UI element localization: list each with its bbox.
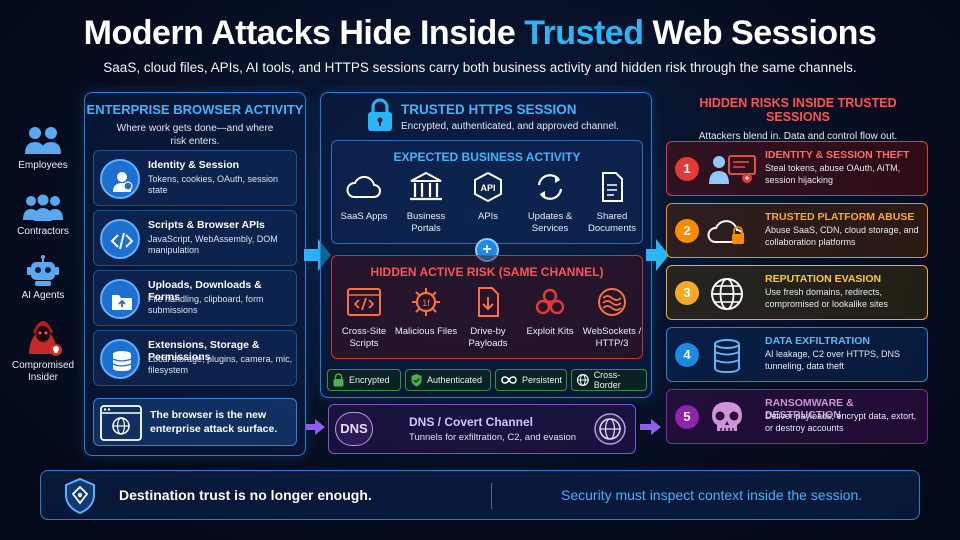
risk-item-websockets: WebSockets / HTTP/3	[580, 286, 644, 350]
hacker-icon	[29, 321, 62, 356]
middle-panel-title: TRUSTED HTTPS SESSION	[401, 102, 577, 117]
infinity-icon	[501, 376, 517, 384]
document-icon	[602, 172, 623, 202]
sync-icon	[537, 174, 563, 200]
badge-cross-border: Cross-Border	[571, 369, 647, 391]
code-icon	[110, 232, 134, 250]
footer-right-text: Security must inspect context inside the…	[561, 487, 863, 503]
page-subtitle: SaaS, cloud files, APIs, AI tools, and H…	[103, 60, 857, 75]
browser-item-scripts: Scripts & Browser APIs JavaScript, WebAs…	[93, 210, 297, 266]
arrow-middle-to-right	[646, 239, 669, 271]
contractors-icon	[23, 194, 63, 221]
risk-item-malicious-files: 1f Malicious Files	[394, 286, 458, 338]
building-icon	[410, 171, 442, 201]
expected-item-portals: Business Portals	[394, 171, 458, 235]
expected-item-saas: SaaS Apps	[332, 171, 396, 223]
risk-reputation-evasion: 3 REPUTATION EVASION Use fresh domains, …	[666, 265, 928, 320]
risk-ransomware: 5 RANSOMWARE & DESTRUCTION Deliver paylo…	[666, 389, 928, 444]
robot-icon	[27, 255, 59, 286]
arrow-to-dns	[306, 419, 325, 435]
padlock-icon	[368, 98, 392, 131]
user-icon	[113, 172, 133, 192]
expected-item-documents: Shared Documents	[580, 171, 644, 235]
risk-item-exploit-kits: Exploit Kits	[518, 286, 582, 338]
code-window-icon	[347, 288, 381, 316]
actor-compromised-insider: Compromised Insider	[8, 312, 78, 384]
employees-icon	[25, 127, 61, 154]
hidden-risk-title: HIDDEN ACTIVE RISK (SAME CHANNEL)	[370, 265, 604, 279]
dns-covert-channel-box: DNS DNS / Covert Channel Tunnels for exf…	[328, 404, 636, 454]
actor-employees: Employees	[8, 124, 78, 172]
risk-identity-theft: 1 IDENTITY & SESSION THEFT Steal tokens,…	[666, 141, 928, 196]
hidden-risks-panel: HIDDEN RISKS INSIDE TRUSTED SESSIONS Att…	[666, 92, 930, 452]
globe-icon	[594, 413, 626, 445]
actor-contractors: Contractors	[8, 192, 78, 238]
shield-check-icon	[411, 374, 422, 387]
globe-icon	[576, 374, 589, 386]
dns-badge: DNS	[335, 412, 373, 446]
badge-authenticated: Authenticated	[405, 369, 491, 391]
expected-activity-title: EXPECTED BUSINESS ACTIVITY	[393, 150, 581, 164]
page-title: Modern Attacks Hide Inside Trusted Web S…	[83, 14, 877, 52]
attack-surface-text: The browser is the new enterprise attack…	[150, 409, 278, 435]
left-panel-subtitle: Where work gets done—and where risk ente…	[116, 123, 274, 147]
risk-trusted-platform-abuse: 2 TRUSTED PLATFORM ABUSE Abuse SaaS, CDN…	[666, 203, 928, 258]
arrow-from-dns	[640, 419, 661, 435]
risk-item-xss: Cross-Site Scripts	[332, 286, 396, 350]
shield-icon	[65, 477, 95, 515]
footer-bar: Destination trust is no longer enough. S…	[40, 470, 920, 520]
waves-icon	[598, 288, 626, 316]
right-panel-subtitle: Attackers blend in. Data and control flo…	[698, 131, 898, 142]
badge-encrypted: Encrypted	[327, 369, 401, 391]
trusted-session-panel: TRUSTED HTTPS SESSION Encrypted, authent…	[320, 92, 652, 398]
middle-panel-subtitle: Encrypted, authenticated, and approved c…	[401, 121, 619, 132]
svg-text:1f: 1f	[422, 298, 430, 308]
risk-data-exfiltration: 4 DATA EXFILTRATION AI leakage, C2 over …	[666, 327, 928, 382]
dns-title: DNS / Covert Channel	[409, 415, 534, 429]
folder-icon	[112, 295, 132, 310]
api-icon: API	[474, 171, 502, 203]
right-panel-title: HIDDEN RISKS INSIDE TRUSTED SESSIONS	[699, 96, 897, 124]
expected-item-updates: Updates & Services	[518, 171, 582, 235]
cloud-icon	[346, 175, 381, 198]
browser-item-identity: Identity & Session Tokens, cookies, OAut…	[93, 150, 297, 206]
browser-item-extensions: Extensions, Storage & Permissions Local …	[93, 330, 297, 386]
left-panel-title: ENTERPRISE BROWSER ACTIVITY	[86, 102, 304, 117]
risk-item-drive-by: Drive-by Payloads	[456, 286, 520, 350]
globe-icon	[711, 278, 743, 310]
footer-divider	[491, 483, 492, 509]
actor-ai-agents: AI Agents	[8, 254, 78, 302]
browser-item-uploads: Uploads, Downloads & Forms File handling…	[93, 270, 297, 326]
biohazard-icon	[535, 288, 565, 315]
expected-item-apis: API APIs	[456, 171, 520, 223]
database-icon	[714, 339, 740, 374]
skull-icon	[712, 402, 742, 431]
cloud-lock-icon	[707, 220, 744, 244]
footer-left-text: Destination trust is no longer enough.	[119, 487, 372, 503]
expected-activity-box: EXPECTED BUSINESS ACTIVITY SaaS Apps Bus…	[331, 140, 643, 244]
badge-persistent: Persistent	[495, 369, 567, 391]
browser-attack-surface-note: The browser is the new enterprise attack…	[93, 398, 297, 446]
svg-text:API: API	[480, 183, 495, 193]
identity-theft-icon	[709, 155, 756, 184]
lock-icon	[333, 373, 344, 387]
virus-icon: 1f	[412, 288, 440, 316]
hidden-risk-box: HIDDEN ACTIVE RISK (SAME CHANNEL) Cross-…	[331, 255, 643, 359]
plus-connector-icon: +	[475, 238, 499, 262]
dns-desc: Tunnels for exfiltration, C2, and evasio…	[409, 432, 577, 443]
enterprise-browser-panel: ENTERPRISE BROWSER ACTIVITY Where work g…	[84, 92, 306, 456]
download-file-icon	[478, 287, 499, 317]
browser-window-icon	[100, 405, 142, 441]
database-icon	[112, 351, 132, 371]
